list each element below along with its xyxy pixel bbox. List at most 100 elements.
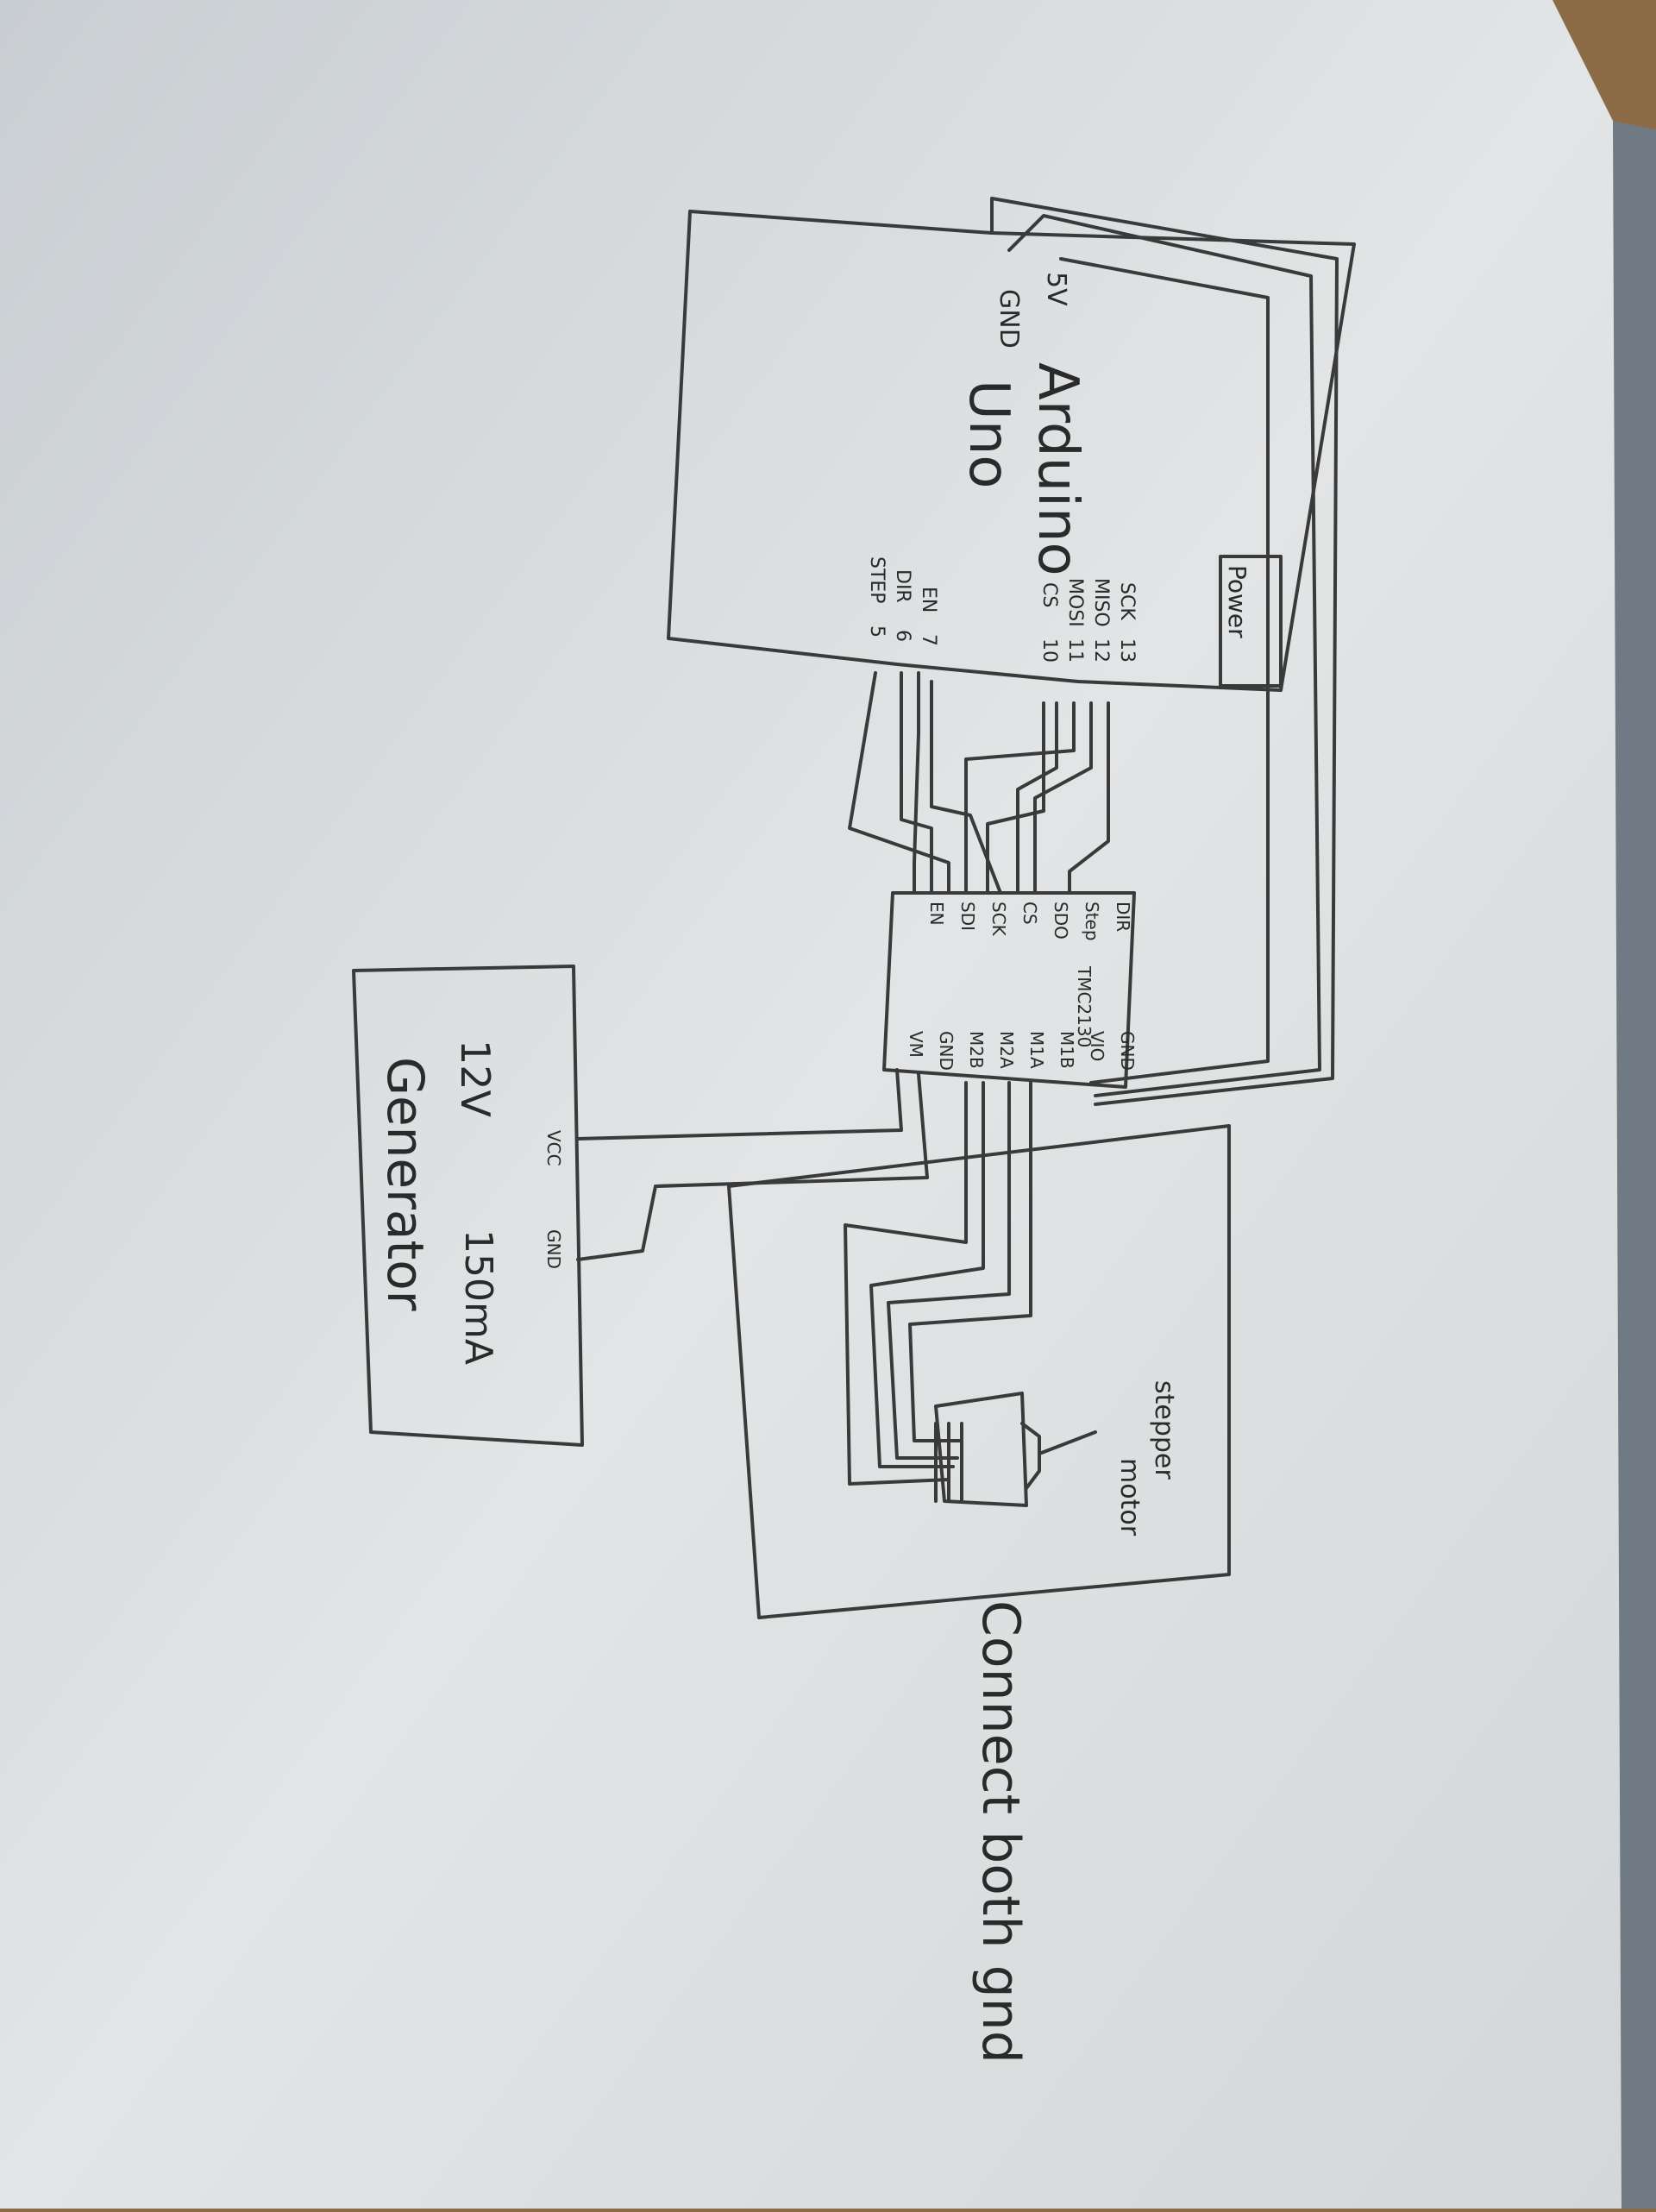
svg-text:SDO: SDO [1051, 902, 1071, 939]
wire-en [913, 671, 920, 895]
pin-en-num: 7 [918, 634, 939, 646]
pin-cs-num: 10 [1038, 638, 1060, 663]
pin-miso-num: 12 [1090, 638, 1112, 663]
motor-label-2: motor [1114, 1458, 1145, 1536]
driver-name: TMC2130 [1074, 965, 1095, 1047]
generator-name: Generator [376, 1057, 435, 1311]
svg-text:VCC: VCC [543, 1130, 564, 1166]
pin-step-label: STEP [866, 556, 888, 604]
svg-text:SCK: SCK [1116, 582, 1138, 620]
svg-text:11: 11 [1064, 638, 1086, 663]
wire-dir [900, 671, 933, 895]
pin-mosi-label: MOSI [1064, 578, 1086, 627]
note-connect-gnd: Connect both gnd [970, 1600, 1031, 2064]
driver-pin-label: SDO [1051, 902, 1071, 939]
driver-pin-label: M1B [1057, 1031, 1077, 1069]
pin-sck-label: SCK [1116, 582, 1138, 620]
label-gnd-arduino: GND [994, 289, 1024, 349]
svg-text:150mA: 150mA [456, 1229, 500, 1365]
wire-m2b [844, 1081, 968, 1486]
generator-box [352, 965, 584, 1447]
label-5v: 5V [1041, 272, 1071, 306]
svg-text:M2A: M2A [996, 1031, 1017, 1069]
arduino-board-outline [667, 210, 1356, 692]
motor-label-1: stepper [1149, 1380, 1179, 1480]
arduino-subtitle: Uno [957, 380, 1020, 489]
svg-text:GND: GND [1117, 1031, 1138, 1071]
svg-text:GND: GND [994, 289, 1024, 349]
svg-text:5: 5 [866, 625, 888, 638]
pin-cs-label: CS [1038, 582, 1060, 607]
svg-text:Connect both gnd: Connect both gnd [970, 1600, 1031, 2064]
svg-text:12: 12 [1090, 638, 1112, 663]
page-edge [1613, 121, 1656, 2209]
generator-gnd-label: GND [543, 1229, 564, 1269]
wire-mosi [964, 701, 1076, 895]
svg-text:DIR: DIR [892, 569, 913, 603]
driver-pin-label: GND [1117, 1031, 1138, 1071]
tmc2130-board [882, 891, 1136, 1089]
driver-pin-label: M2B [966, 1031, 987, 1069]
wire-gnd-loop [1007, 214, 1321, 1097]
arduino-title: Arduino [1026, 362, 1089, 576]
driver-right-pin-labels: GND VIO M1B M1A M2A M2B GND VM [906, 1031, 1138, 1071]
svg-text:M1B: M1B [1057, 1031, 1077, 1069]
driver-pin-label: Step [1082, 902, 1102, 941]
wire-m1b [908, 1081, 1032, 1442]
stepper-motor-body [934, 1392, 1028, 1507]
stepper-motor-shaft [1038, 1430, 1097, 1455]
svg-text:EN: EN [926, 902, 947, 926]
svg-text:Uno: Uno [957, 380, 1020, 489]
wire-step [848, 671, 950, 895]
svg-text:GND: GND [543, 1229, 564, 1269]
driver-pin-label: CS [1019, 902, 1040, 925]
svg-text:Generator: Generator [376, 1057, 435, 1311]
driver-pin-label: SCK [988, 902, 1009, 937]
diagram-ink [352, 197, 1356, 1619]
pin-dir-num: 6 [892, 630, 913, 642]
pin-en-label: EN [918, 587, 939, 613]
generator-current: 150mA [456, 1229, 500, 1365]
driver-pin-label: DIR [1113, 902, 1133, 932]
svg-text:SCK: SCK [988, 902, 1009, 937]
svg-text:CS: CS [1038, 582, 1060, 607]
svg-text:M1A: M1A [1026, 1031, 1047, 1069]
svg-text:GND: GND [936, 1031, 957, 1071]
driver-pin-label: M1A [1026, 1031, 1047, 1069]
svg-text:VM: VM [906, 1031, 926, 1058]
svg-text:6: 6 [892, 630, 913, 642]
generator-vcc-label: VCC [543, 1130, 564, 1166]
svg-text:STEP: STEP [866, 556, 888, 604]
svg-text:5V: 5V [1041, 272, 1071, 306]
wire-gnd [576, 1072, 929, 1261]
power-label: Power [1223, 565, 1251, 638]
pin-miso-label: MISO [1090, 578, 1112, 627]
svg-text:CS: CS [1019, 902, 1040, 925]
generator-voltage: 12V [452, 1040, 499, 1118]
svg-text:MOSI: MOSI [1064, 578, 1086, 627]
svg-text:VIO: VIO [1087, 1031, 1107, 1061]
wire-vcc [576, 1068, 903, 1141]
wire-5v-loop [990, 197, 1339, 1106]
driver-pin-label: M2A [996, 1031, 1017, 1069]
motor-area-box [727, 1124, 1231, 1619]
wire-cs [1016, 701, 1058, 895]
svg-text:DIR: DIR [1113, 902, 1133, 932]
svg-text:7: 7 [918, 634, 939, 646]
svg-text:EN: EN [918, 587, 939, 613]
wire-sck [1068, 701, 1110, 895]
svg-text:Arduino: Arduino [1026, 362, 1089, 576]
svg-text:SDI: SDI [957, 902, 978, 931]
svg-text:10: 10 [1038, 638, 1060, 663]
wire-m2a [869, 1081, 985, 1468]
pin-dir-label: DIR [892, 569, 913, 603]
wire-extra-2 [930, 680, 1002, 895]
driver-pin-label: EN [926, 902, 947, 926]
pin-sck-num: 13 [1116, 638, 1138, 663]
wire-inner-loop [1059, 257, 1270, 1084]
driver-pin-label: VM [906, 1031, 926, 1058]
svg-text:Step: Step [1082, 902, 1102, 941]
